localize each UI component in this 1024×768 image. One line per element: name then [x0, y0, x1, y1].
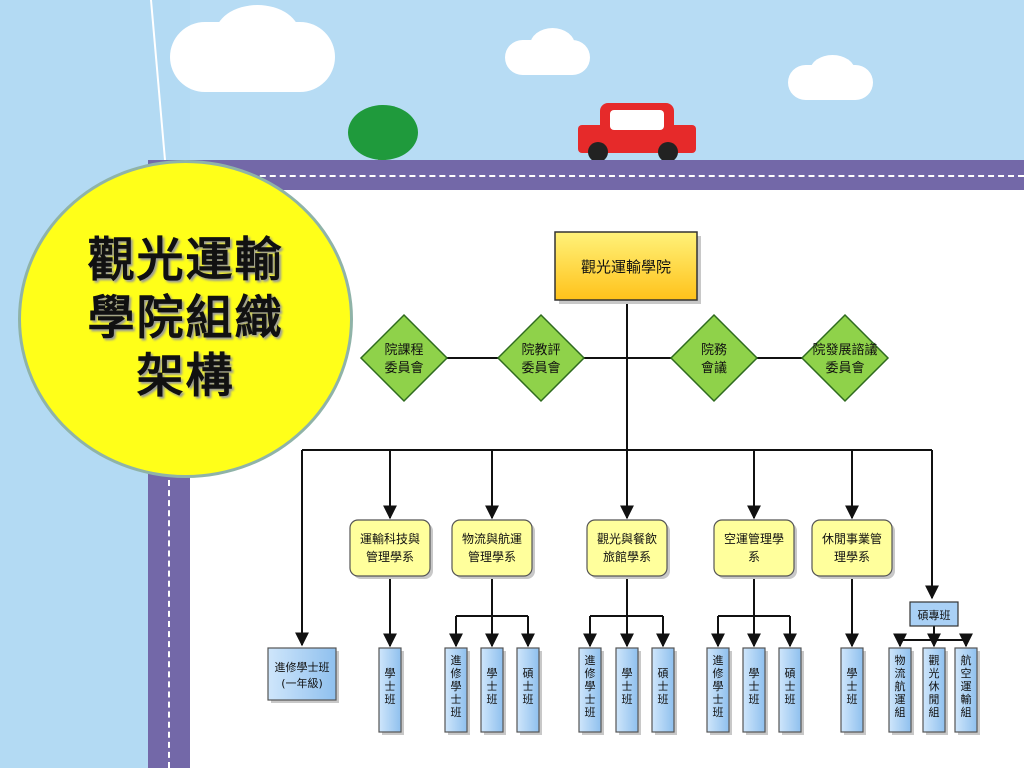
program-label: 航空運輸組: [961, 653, 972, 719]
title-circle: 觀光運輸 學院組織 架構: [18, 160, 353, 478]
committee-label: 委員會: [825, 361, 864, 376]
program-node: [840, 647, 864, 733]
cloud-1-top: [215, 5, 300, 65]
root-label: 觀光運輸學院: [581, 258, 671, 276]
program-node: [444, 647, 468, 733]
department-label: 運輸科技與: [360, 531, 420, 546]
program-label: 學士班: [385, 667, 396, 706]
root-node: [554, 231, 698, 301]
program-label: 進修學士班: [451, 654, 462, 719]
department-node: [586, 519, 668, 577]
committee-diamond: [800, 313, 890, 403]
department-label: 物流與航運: [462, 531, 522, 546]
masters-program-label: 碩專班: [918, 609, 951, 622]
program-node: [378, 647, 402, 733]
department-label: 休閒事業管: [822, 531, 882, 546]
department-label: 空運管理學: [724, 531, 784, 546]
committee-diamond: [496, 313, 586, 403]
program-label: 碩士班: [523, 667, 534, 706]
program-node: [742, 647, 766, 733]
program-node: [651, 647, 675, 733]
committee-label: 委員會: [521, 361, 560, 376]
program-node: [778, 647, 802, 733]
program-node: [706, 647, 730, 733]
committee-label: 委員會: [384, 361, 423, 376]
department-label: 管理學系: [366, 549, 414, 564]
committee-diamond: [359, 313, 449, 403]
program-label: 觀光休閒組: [929, 654, 940, 719]
extension-class-label: (一年級): [281, 676, 323, 690]
car-window: [610, 110, 664, 130]
extension-class-label: 進修學士班: [275, 660, 330, 674]
program-label: 物流航運組: [895, 653, 906, 719]
program-label: 學士班: [487, 667, 498, 706]
department-label: 理學系: [834, 550, 870, 564]
committee-label: 院課程: [384, 342, 423, 358]
page-title: 觀光運輸 學院組織 架構: [87, 233, 284, 404]
committee-label: 院務: [701, 343, 727, 358]
department-node: [713, 519, 795, 577]
program-node: [516, 647, 540, 733]
program-node: [888, 647, 912, 733]
program-label: 碩士班: [785, 667, 796, 706]
department-node: [349, 519, 431, 577]
program-node: [615, 647, 639, 733]
department-node: [451, 519, 533, 577]
tree-icon: [348, 105, 418, 160]
program-label: 學士班: [749, 667, 760, 706]
department-label: 觀光與餐飲: [597, 531, 657, 546]
road-vertical-dashes: [168, 480, 170, 768]
program-node: [922, 647, 946, 733]
department-label: 管理學系: [468, 549, 516, 564]
committee-diamond: [669, 313, 759, 403]
program-label: 學士班: [847, 667, 858, 706]
program-label: 進修學士班: [585, 654, 596, 719]
program-label: 碩士班: [658, 667, 669, 706]
car-wheel-front: [588, 142, 608, 162]
road-horizontal-dashes: [170, 175, 1024, 177]
department-label: 系: [748, 550, 760, 564]
cloud-3-top: [810, 55, 855, 87]
department-label: 旅館學系: [603, 549, 651, 564]
committee-label: 院教評: [521, 342, 560, 358]
car-wheel-back: [658, 142, 678, 162]
masters-program-node: [909, 601, 959, 627]
department-node: [811, 519, 893, 577]
committee-label: 院發展諮議: [812, 343, 877, 358]
program-label: 學士班: [622, 667, 633, 706]
extension-class-node: [267, 647, 337, 701]
program-label: 進修學士班: [713, 654, 724, 719]
committee-label: 會議: [701, 361, 727, 376]
program-node: [480, 647, 504, 733]
cloud-2-top: [530, 28, 575, 63]
program-node: [954, 647, 978, 733]
program-node: [578, 647, 602, 733]
